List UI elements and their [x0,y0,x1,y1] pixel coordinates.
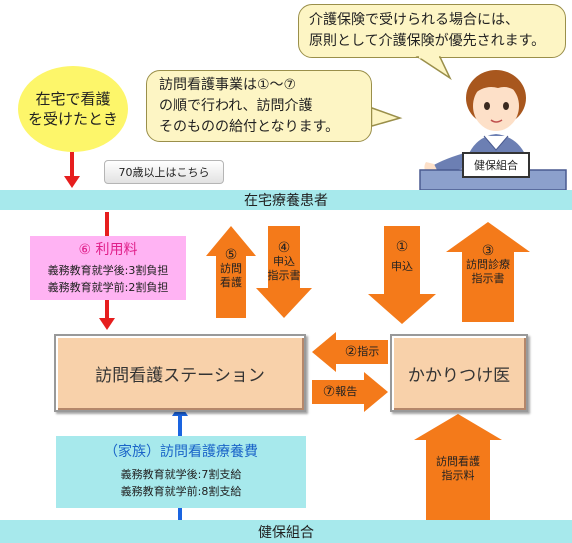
patient-band: 在宅療養患者 [0,190,572,210]
speech-top-line2: 原則として介護保険が優先されます。 [309,33,546,49]
speech-mid-line1: 訪問看護事業は①～⑦ [159,77,297,93]
over70-button[interactable]: 70歳以上はこちら [104,160,224,184]
fee-title: ⑥ 利用料 [78,242,138,258]
start-line2: を受けたとき [27,110,118,128]
step5-label: ⑤ 訪問 看護 [210,246,252,292]
step4-text1: 申込 [273,255,295,268]
speech-mid-line2: の順で行われ、訪問介護 [159,98,313,114]
step5-text1: 訪問 [220,262,242,275]
step3-text1: 訪問診療 [466,258,510,271]
step1-text1: 申込 [391,260,413,273]
step7-num: ⑦ [322,384,336,400]
step3-label: ③ 訪問診療 指示書 [458,240,518,290]
station-label: 訪問看護ステーション [95,365,265,386]
benefit-line2: 義務教育就学前:8割支給 [120,485,242,498]
step2-text: 指示 [357,345,380,358]
speech-bubble-top: 介護保険で受けられる場合には、 原則として介護保険が優先されます。 [298,4,566,58]
step1-num: ① [395,239,409,255]
doctor-label: かかりつけ医 [407,365,511,386]
start-line1: 在宅で看護 [35,90,111,108]
step1-label: ① 申込 [378,236,426,278]
step3-num: ③ [481,243,495,259]
start-circle: 在宅で看護 を受けたとき [18,66,128,152]
person-sign: 健保組合 [462,152,530,178]
step3-text2: 指示書 [471,272,505,285]
fee-line2: 義務教育就学前:2割負担 [47,281,169,294]
benefit-line1: 義務教育就学後:7割支給 [120,468,242,481]
doctor-box: かかりつけ医 [390,334,528,412]
speech-mid-line3: そのものの給付となります。 [159,119,340,135]
benefit-title: （家族）訪問看護療養費 [104,444,258,460]
fee-box: ⑥ 利用料 義務教育就学後:3割負担 義務教育就学前:2割負担 [30,236,186,300]
step4-text2: 指示書 [267,269,301,282]
doctor-fee-text1: 訪問看護 [436,455,480,468]
doctor-fee-label: 訪問看護 指示料 [426,452,490,486]
station-box: 訪問看護ステーション [54,334,306,412]
person-sign-text: 健保組合 [474,159,518,172]
speech-top-line1: 介護保険で受けられる場合には、 [309,12,519,28]
step7-text: 報告 [335,385,358,398]
insurer-band: 健保組合 [0,520,572,543]
step5-text2: 看護 [220,276,242,289]
step4-label: ④ 申込 指示書 [260,238,308,286]
step4-num: ④ [277,240,291,256]
benefit-box: （家族）訪問看護療養費 義務教育就学後:7割支給 義務教育就学前:8割支給 [56,436,306,508]
speech-bubble-mid: 訪問看護事業は①～⑦ の順で行われ、訪問介護 そのものの給付となります。 [146,70,372,142]
step5-num: ⑤ [224,247,238,263]
doctor-fee-text2: 指示料 [441,469,475,482]
fee-line1: 義務教育就学後:3割負担 [47,264,169,277]
step2-num: ② [344,344,358,360]
